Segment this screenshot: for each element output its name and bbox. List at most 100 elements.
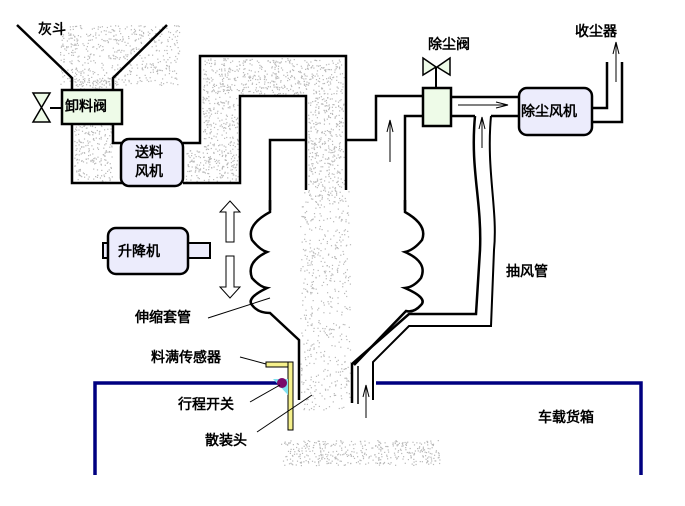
dust-particle — [323, 378, 325, 380]
dust-particle — [103, 174, 105, 176]
dust-particle — [313, 444, 315, 446]
dust-particle — [210, 58, 212, 60]
discharge-valve[interactable] — [31, 88, 124, 126]
dust-particle — [224, 127, 226, 129]
dust-particle — [308, 156, 310, 158]
dust-particle — [189, 161, 191, 163]
dust-particle — [288, 61, 291, 63]
dust-valve[interactable] — [421, 56, 453, 128]
dust-particle — [335, 146, 337, 148]
dust-particle — [83, 125, 85, 127]
dust-particle — [285, 76, 287, 78]
dust-particle — [204, 129, 207, 131]
dust-particle — [287, 77, 289, 79]
dust-particle — [248, 76, 251, 78]
dust-particle — [322, 327, 324, 330]
dust-particle — [222, 84, 224, 86]
dust-particle — [313, 93, 315, 95]
dust-particle — [232, 148, 234, 150]
dust-particle — [329, 462, 331, 464]
dust-particle — [84, 68, 86, 70]
dust-particle — [249, 75, 251, 77]
dust-particle — [229, 137, 231, 139]
dust-particle — [315, 90, 317, 93]
dust-particle — [339, 335, 341, 337]
dust-particle — [251, 83, 253, 85]
dust-particle — [326, 130, 328, 132]
dust-particle — [378, 457, 380, 459]
dust-particle — [82, 172, 84, 174]
dust-fan[interactable] — [517, 86, 594, 137]
dust-particle — [318, 138, 321, 140]
dust-particle — [93, 139, 95, 141]
dust-particle — [61, 70, 63, 72]
dust-particle — [64, 48, 66, 50]
dust-particle — [340, 121, 342, 123]
dust-particle — [392, 445, 394, 447]
dust-particle — [138, 77, 141, 79]
dust-particle — [141, 80, 143, 82]
dust-particle — [316, 152, 318, 154]
dust-particle — [203, 86, 205, 88]
dust-particle — [384, 451, 386, 453]
dust-particle — [371, 447, 373, 449]
dust-particle — [306, 446, 308, 448]
dust-particle — [331, 268, 333, 270]
dust-particle — [206, 160, 208, 162]
dust-particle — [341, 89, 343, 91]
dust-particle — [74, 130, 76, 133]
dust-particle — [219, 82, 221, 84]
dust-particle — [331, 93, 333, 95]
dust-particle — [76, 40, 78, 42]
dust-particle — [318, 248, 320, 250]
dust-particle — [345, 221, 347, 223]
dust-particle — [212, 86, 214, 89]
dust-particle — [312, 183, 314, 185]
dust-particle — [126, 59, 128, 61]
dust-particle — [175, 55, 177, 58]
dust-particle — [221, 68, 223, 70]
dust-particle — [305, 359, 307, 361]
dust-particle — [404, 441, 406, 444]
dust-particle — [316, 247, 318, 249]
dust-particle — [108, 57, 110, 59]
dust-particle — [311, 275, 313, 277]
dust-particle — [341, 64, 343, 66]
dust-particle — [86, 33, 88, 35]
dust-particle — [417, 450, 419, 452]
dust-particle — [312, 74, 314, 76]
dust-particle — [426, 461, 428, 463]
dust-particle — [203, 146, 206, 148]
dust-particle — [138, 38, 140, 40]
dust-particle — [93, 60, 95, 62]
dust-particle — [329, 117, 332, 119]
dust-particle — [207, 126, 209, 128]
dust-particle — [346, 380, 348, 382]
dust-particle — [60, 46, 62, 48]
dust-particle — [326, 241, 328, 243]
dust-particle — [315, 403, 317, 406]
dust-particle — [76, 159, 78, 161]
dust-particle — [288, 442, 290, 444]
dust-particle — [300, 268, 302, 270]
dust-particle — [337, 297, 339, 299]
dust-particle — [289, 458, 292, 460]
dust-particle — [323, 304, 325, 306]
dust-particle — [333, 154, 335, 156]
dust-particle — [137, 67, 139, 69]
dust-particle — [207, 148, 210, 150]
dust-particle — [311, 312, 313, 314]
dust-particle — [110, 166, 112, 169]
dust-particle — [321, 178, 323, 180]
lift-machine[interactable] — [102, 226, 211, 276]
dust-particle — [77, 80, 79, 82]
dust-particle — [332, 156, 334, 158]
dust-particle — [321, 143, 323, 145]
feed-fan[interactable] — [119, 137, 185, 188]
dust-particle — [84, 62, 86, 64]
dust-particle — [339, 110, 341, 112]
dust-particle — [238, 68, 241, 70]
dust-particle — [329, 76, 331, 78]
dust-particle — [338, 125, 341, 127]
dust-particle — [327, 97, 329, 99]
